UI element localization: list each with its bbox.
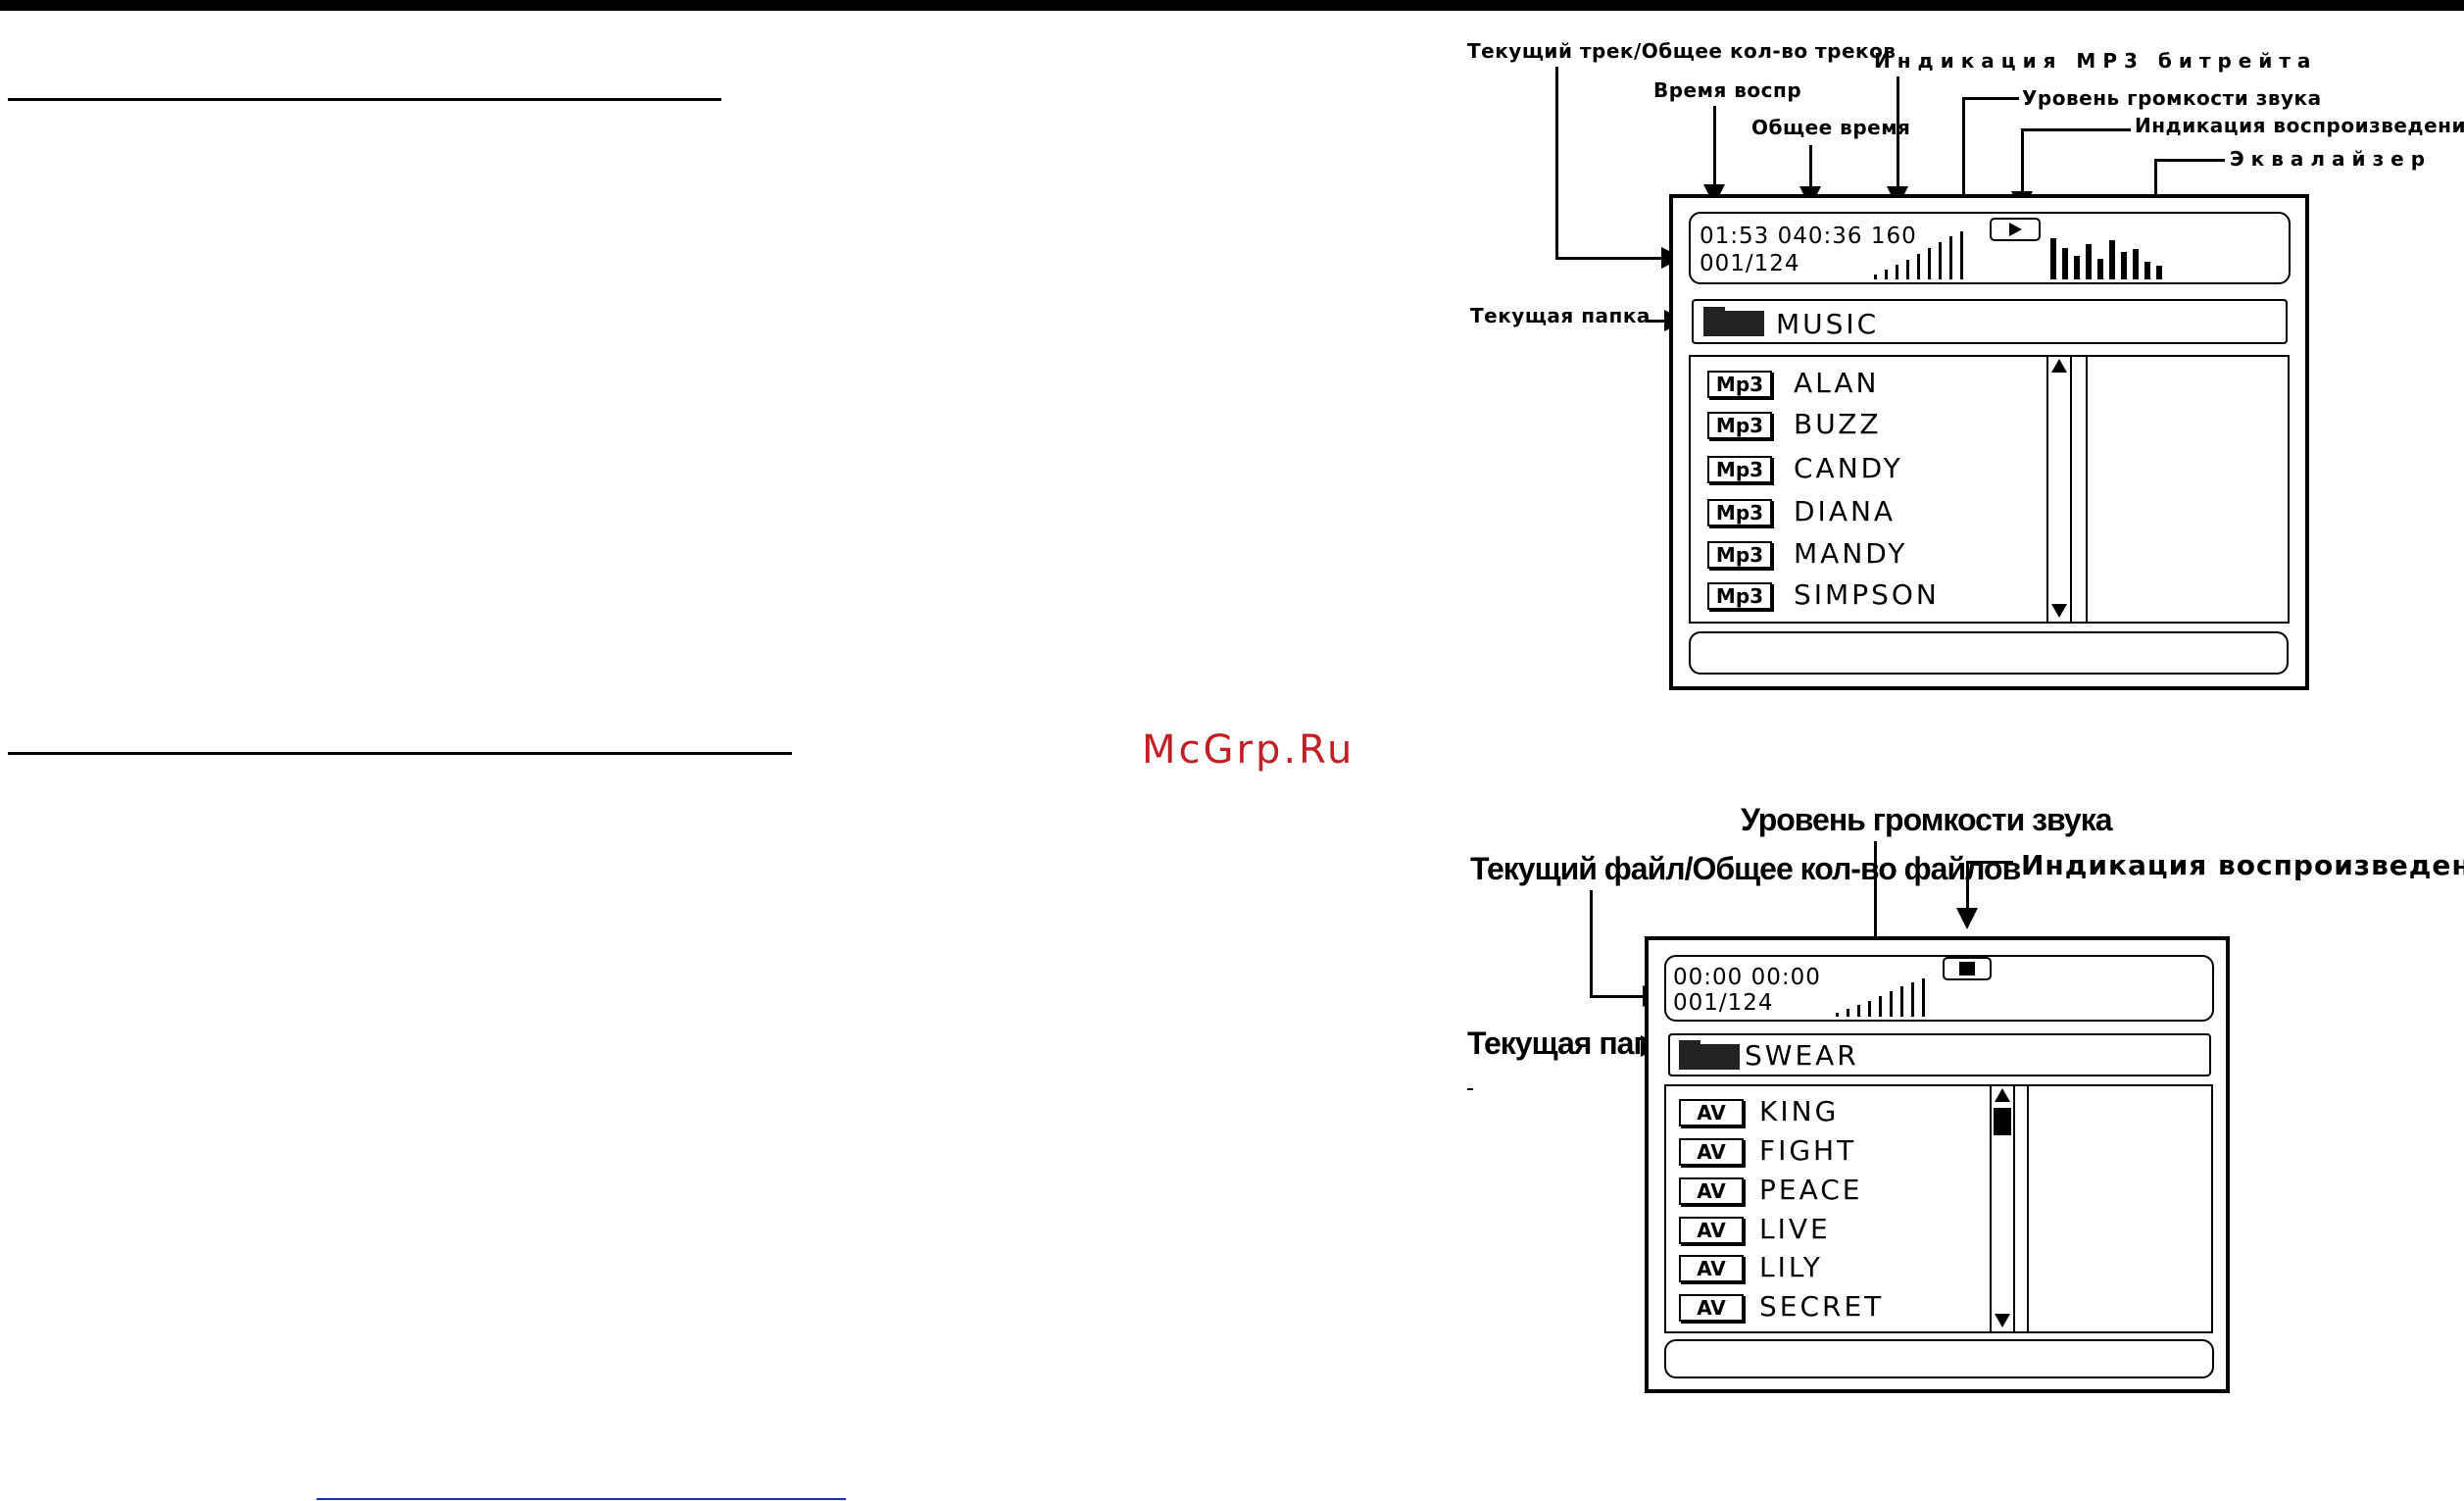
label-equalizer: Эквалайзер (2230, 147, 2433, 171)
file-list-2 (1664, 1084, 2029, 1333)
scroll-thumb[interactable] (1994, 1108, 2011, 1135)
leader-playback-2 (1966, 861, 1969, 910)
folder-icon (1703, 307, 1764, 336)
item-name: KING (1759, 1095, 1840, 1127)
leader-playback (2021, 128, 2024, 191)
leader-current-track-h (1555, 257, 1663, 260)
preview-pane-1 (2086, 355, 2290, 624)
status-line-time-2: 00:00 00:00 (1673, 965, 1821, 990)
folder-name-1: MUSIC (1776, 308, 1880, 340)
section-rule-1 (8, 98, 721, 101)
footer-link-underline[interactable] (317, 1498, 846, 1500)
preview-pane-2 (2027, 1084, 2213, 1333)
status-line-file-2: 001/124 (1673, 990, 1774, 1016)
leader-playback-h (2021, 128, 2131, 131)
scrollbar-1[interactable] (2046, 355, 2072, 624)
label-playback: Индикация воспроизведения (2135, 114, 2464, 137)
mp3-badge: Mp3 (1707, 541, 1772, 569)
folder-icon (1679, 1040, 1740, 1070)
stop-indicator-icon (1943, 957, 1992, 980)
item-name: LILY (1759, 1251, 1823, 1283)
folder-name-2: SWEAR (1745, 1039, 1859, 1072)
leader-play-time (1713, 106, 1716, 184)
av-badge: AV (1679, 1099, 1744, 1126)
status-bar-2 (1664, 955, 2214, 1022)
leader-volume (1962, 97, 1965, 215)
scroll-up-icon[interactable] (1995, 1088, 2010, 1102)
scroll-down-icon[interactable] (1995, 1314, 2010, 1327)
item-name: DIANA (1794, 495, 1897, 527)
item-name: PEACE (1759, 1174, 1863, 1206)
label-folder: Текущая папка (1470, 304, 1651, 327)
label-current-track: Текущий трек/Общее кол-во треков (1467, 39, 1897, 63)
leader-current-file (1590, 890, 1593, 998)
label-total-time: Общее время (1751, 116, 1911, 139)
file-list-1 (1689, 355, 2089, 624)
item-name: CANDY (1794, 452, 1903, 484)
folder-bar-1[interactable] (1692, 299, 2288, 344)
item-name: FIGHT (1759, 1134, 1857, 1167)
scroll-up-icon[interactable] (2051, 359, 2067, 373)
mp3-badge: Mp3 (1707, 456, 1772, 483)
play-indicator-icon (1990, 218, 2041, 241)
leader-playback-2-h (1966, 861, 2013, 864)
label-bitrate: Индикация MP3 битрейта (1874, 49, 2318, 73)
section-rule-2 (8, 752, 792, 755)
av-badge: AV (1679, 1255, 1744, 1282)
status-line-time: 01:53 040:36 160 (1700, 224, 1917, 249)
mp3-badge: Mp3 (1707, 412, 1772, 439)
leader-total-time (1809, 145, 1812, 186)
item-name: LIVE (1759, 1213, 1831, 1245)
leader-equalizer-h (2154, 159, 2225, 162)
leader-volume-h (1962, 97, 2019, 100)
label-playback-2: Индикация воспроизведения (2021, 849, 2464, 881)
info-bar-2 (1664, 1339, 2214, 1378)
leader-current-track (1555, 67, 1558, 259)
label-volume-2: Уровень громкости звука (1741, 802, 2113, 837)
item-name: SIMPSON (1794, 578, 1940, 611)
watermark: McGrp.Ru (1142, 727, 1355, 773)
mp3-badge: Mp3 (1707, 582, 1772, 610)
av-badge: AV (1679, 1217, 1744, 1244)
label-play-time: Время воспр (1653, 78, 1802, 102)
mp3-badge: Mp3 (1707, 371, 1772, 398)
scroll-down-icon[interactable] (2051, 604, 2067, 618)
av-badge: AV (1679, 1294, 1744, 1322)
av-badge: AV (1679, 1177, 1744, 1205)
leader-folder (1647, 320, 1666, 323)
item-name: BUZZ (1794, 408, 1882, 440)
status-line-track: 001/124 (1700, 251, 1800, 276)
item-name: MANDY (1794, 537, 1908, 570)
leader-current-file-h (1590, 995, 1645, 998)
mp3-badge: Mp3 (1707, 499, 1772, 526)
leader-volume-2 (1874, 841, 1877, 969)
label-current-file: Текущий файл/Общее кол-во файлов (1470, 851, 2021, 886)
leader-equalizer (2154, 159, 2157, 218)
item-name: ALAN (1794, 367, 1880, 399)
folder-bar-2[interactable] (1668, 1033, 2211, 1076)
av-badge: AV (1679, 1138, 1744, 1166)
top-border-bar (0, 0, 2464, 11)
label-volume: Уровень громкости звука (2022, 86, 2322, 110)
item-name: SECRET (1759, 1290, 1885, 1323)
stray-mark (1467, 1088, 1473, 1090)
leader-bitrate (1897, 76, 1899, 186)
arrow-playback-2 (1956, 908, 1978, 929)
info-bar-1 (1689, 631, 2289, 675)
